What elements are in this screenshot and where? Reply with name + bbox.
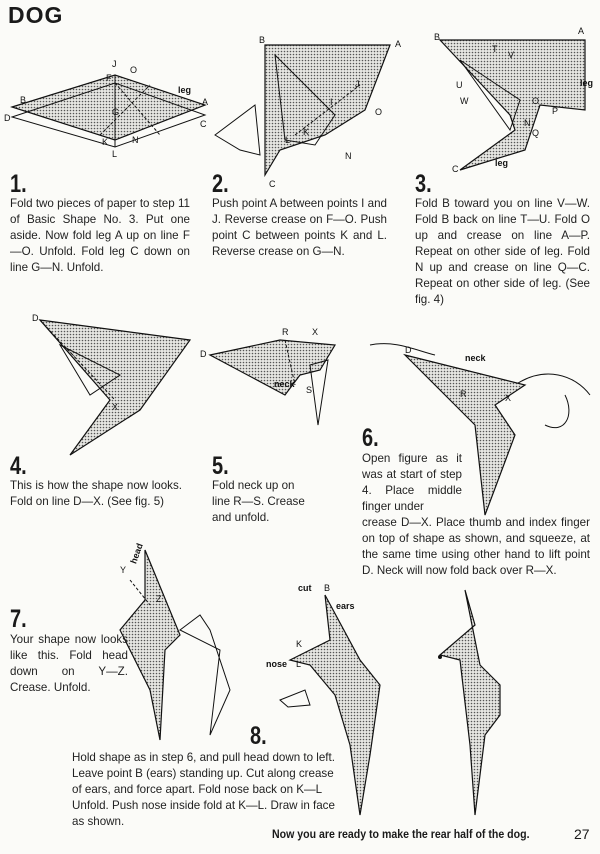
diagram-point-label: A [578, 26, 584, 36]
diagram-point-label: J [355, 79, 360, 89]
figure-1-diagram: J F O B leg A D G C K N L [4, 59, 208, 159]
page-title: DOG [8, 2, 64, 28]
diagram-point-label: T [492, 44, 498, 54]
diagram-point-label: D [32, 313, 39, 323]
diagram-point-label: D [405, 345, 412, 355]
figure-8-diagram: cut B ears K nose L [266, 583, 501, 816]
diagram-point-label: X [312, 327, 318, 337]
step-2-text: Push point A between points I and J. Rev… [212, 197, 387, 258]
diagram-point-label: O [532, 96, 539, 106]
diagram-point-label: D [200, 349, 207, 359]
step-4-text: This is how the shape now looks. Fold on… [10, 479, 182, 508]
figure-4-diagram: D X [32, 313, 192, 456]
figure-3-diagram: B T V A U W leg P O N Q C leg [434, 26, 593, 174]
diagram-point-label: leg [495, 158, 508, 168]
step-5-text: Fold neck up on line R—S. Crease and unf… [212, 479, 305, 524]
figure-7-diagram: head Y Z [119, 542, 231, 741]
diagram-point-label: A [202, 97, 208, 107]
diagram-point-label: G [112, 107, 119, 117]
diagram-point-label: B [324, 583, 330, 593]
diagram-point-label: W [460, 96, 469, 106]
step-1-text: Fold two pieces of paper to step 11 of B… [10, 197, 190, 274]
diagram-point-label: U [456, 80, 463, 90]
step-2-number: 2. [212, 170, 229, 198]
figure-5-diagram: R X D neck S [200, 327, 337, 426]
diagram-point-label: C [269, 179, 276, 189]
diagram-point-label: head [128, 542, 145, 565]
diagram-point-label: N [524, 118, 531, 128]
step-1-number: 1. [10, 170, 27, 198]
diagram-point-label: C [200, 119, 207, 129]
step-6-text-a: Open figure as it was at start of step 4… [362, 452, 462, 513]
diagram-point-label: N [345, 151, 352, 161]
diagram-point-label: X [505, 393, 511, 403]
figure-2-diagram: B A J I O K L N C [214, 35, 401, 189]
diagram-point-label: V [508, 50, 514, 60]
diagram-point-label: L [285, 135, 290, 145]
step-8-number: 8. [250, 722, 267, 750]
diagram-point-label: D [4, 113, 11, 123]
diagram-point-label: A [395, 39, 401, 49]
diagram-point-label: Y [120, 565, 126, 575]
diagram-point-label: leg [580, 78, 593, 88]
diagram-point-label: ears [336, 601, 355, 611]
diagram-point-label: B [259, 35, 265, 45]
diagram-point-label: S [306, 385, 312, 395]
diagram-point-label: I [330, 97, 333, 107]
diagram-point-label: P [552, 106, 558, 116]
step-3-number: 3. [415, 170, 432, 198]
diagram-point-label: O [130, 65, 137, 75]
step-6-text-b: crease D—X. Place thumb and index finger… [362, 516, 590, 577]
diagram-point-label: L [296, 659, 301, 669]
figure-6-diagram: D neck R X [369, 343, 591, 516]
diagram-point-label: nose [266, 659, 287, 669]
diagram-point-label: K [303, 127, 309, 137]
diagram-point-label: C [452, 164, 459, 174]
diagram-point-label: Q [532, 128, 539, 138]
diagram-point-label: B [20, 95, 26, 105]
diagram-point-label: N [132, 135, 139, 145]
diagram-point-label: F [106, 73, 112, 83]
diagram-point-label: J [112, 59, 117, 69]
step-3-text: Fold B toward you on line V—W. Fold B ba… [415, 197, 590, 306]
step-8-text: Hold shape as in step 6, and pull head d… [72, 751, 335, 828]
footer-note: Now you are ready to make the rear half … [272, 829, 530, 841]
step-6-number: 6. [362, 424, 379, 452]
diagram-point-label: B [434, 32, 440, 42]
step-4-number: 4. [10, 452, 27, 480]
diagram-point-label: R [460, 389, 467, 399]
diagram-point-label: leg [178, 85, 191, 95]
page-number: 27 [574, 826, 590, 842]
diagram-point-label: neck [274, 379, 296, 389]
diagram-point-label: X [112, 402, 118, 412]
diagram-point-label: K [296, 639, 302, 649]
step-7-text: Your shape now looks like this. Fold hea… [10, 633, 128, 694]
diagram-point-label: K [102, 137, 108, 147]
step-7-number: 7. [10, 605, 27, 633]
diagram-point-label: Z [156, 594, 162, 604]
step-5-number: 5. [212, 452, 229, 480]
diagram-point-label: neck [465, 353, 487, 363]
diagram-point-label: R [282, 327, 289, 337]
diagram-point-label: cut [298, 583, 312, 593]
diagram-point-label: L [112, 149, 117, 159]
diagram-point-label: O [375, 107, 382, 117]
